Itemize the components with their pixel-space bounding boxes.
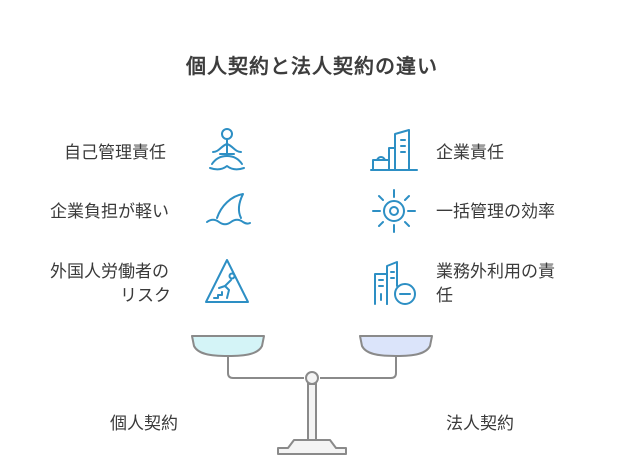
right-scale-label: 法人契約 xyxy=(446,414,514,434)
right-item-2-label: 一括管理の効率 xyxy=(436,202,555,222)
right-hanger xyxy=(320,356,397,379)
shark-fin-icon xyxy=(203,188,253,232)
left-scale-label: 個人契約 xyxy=(110,414,178,434)
meditation-icon xyxy=(202,126,252,176)
settings-sun-icon xyxy=(369,186,419,236)
right-item-1-label: 企業責任 xyxy=(436,143,504,163)
left-pan xyxy=(191,335,265,357)
warning-sign-icon xyxy=(202,256,252,306)
building-minus-icon xyxy=(369,256,421,308)
right-pan xyxy=(359,335,433,357)
left-hanger xyxy=(227,356,304,379)
right-item-3-label-line2: 任 xyxy=(436,286,453,306)
diagram-title: 個人契約と法人契約の違い xyxy=(186,54,438,78)
scale-pole xyxy=(307,383,317,441)
right-item-3-label-line1: 業務外利用の責 xyxy=(436,262,555,282)
left-item-2-label: 企業負担が軽い xyxy=(50,202,169,222)
scale-base xyxy=(277,439,347,455)
pivot xyxy=(305,371,319,385)
office-building-icon xyxy=(369,126,421,176)
left-item-3-label-line1: 外国人労働者の xyxy=(50,262,169,282)
left-item-3-label-line2: リスク xyxy=(120,286,171,306)
left-item-1-label: 自己管理責任 xyxy=(64,143,166,163)
